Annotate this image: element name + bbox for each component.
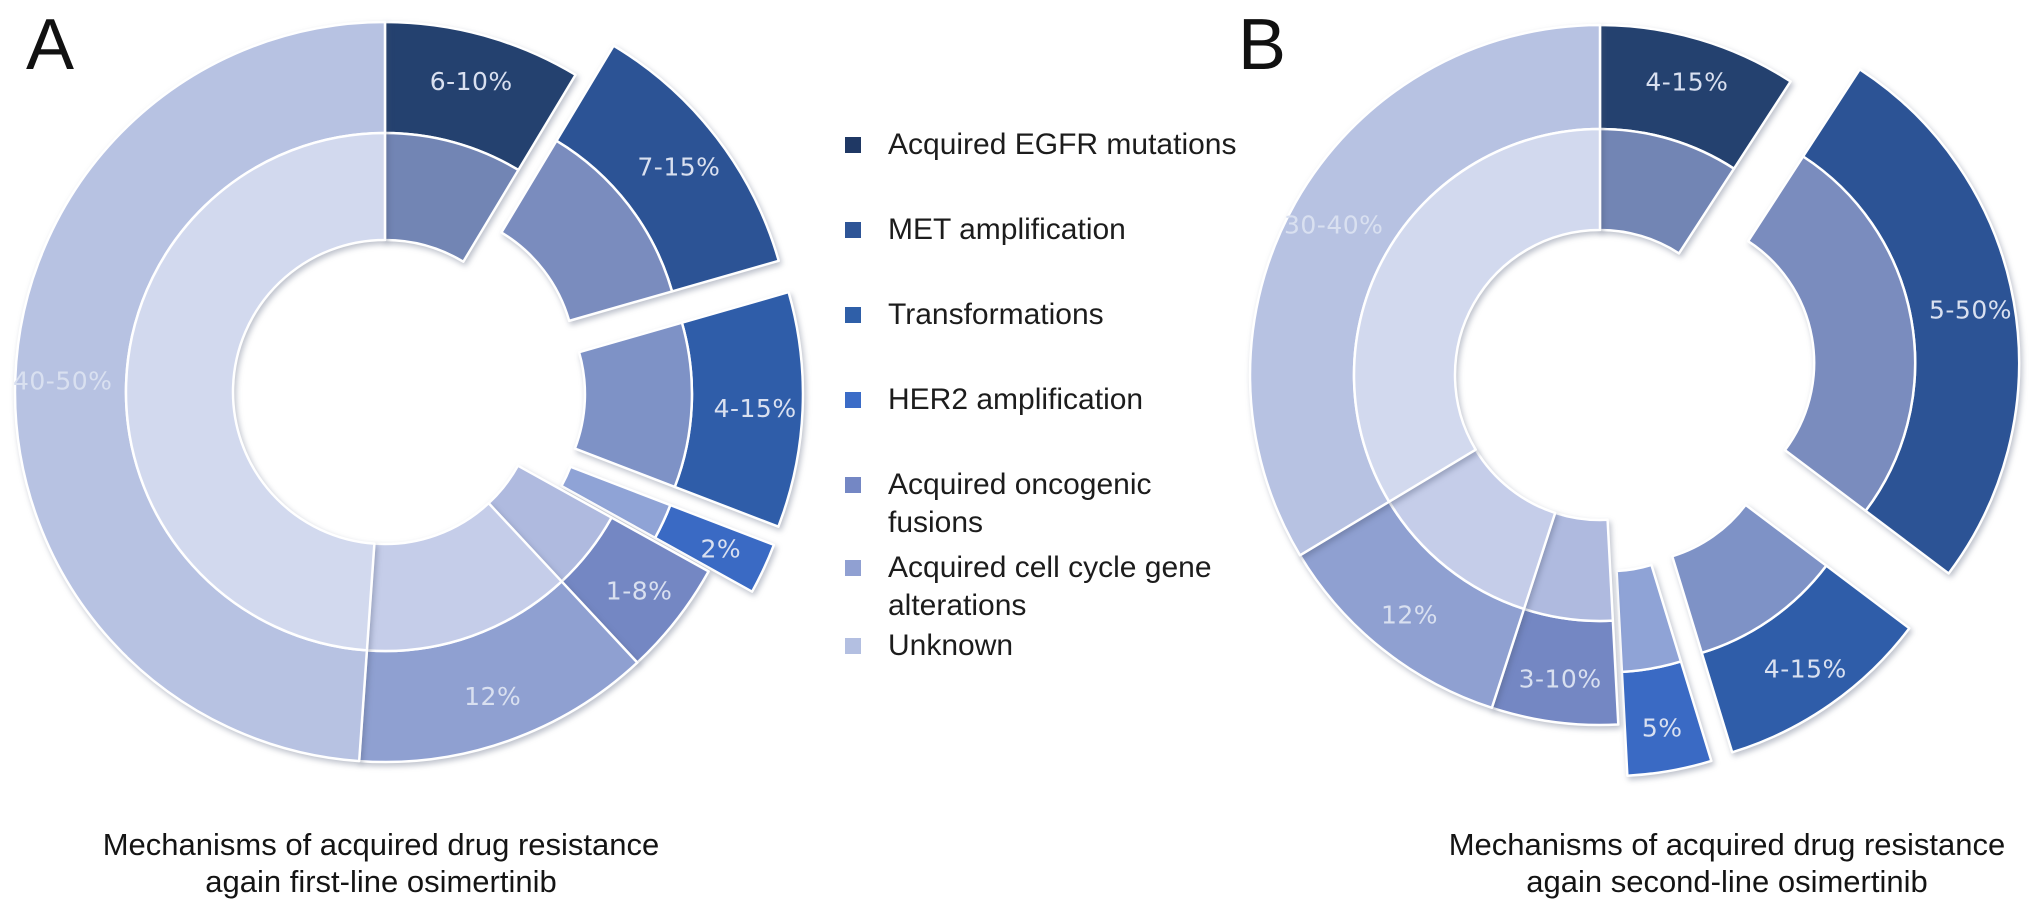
segment-value-label: 7-15% [637,153,720,182]
legend-item-label: Unknown [888,629,1014,662]
segment-value-label: 6-10% [430,67,513,96]
segment-value-label: 3-10% [1519,664,1602,693]
legend-swatch-icon [845,307,861,323]
legend-item-label: Acquired cell cycle gene alterations [888,551,1212,622]
caption-line: again second-line osimertinib [1526,864,1928,899]
legend-item: Transformations [845,296,1275,334]
legend-swatch-icon [845,392,861,408]
caption-second-line: Mechanisms of acquired drug resistance a… [1400,826,2032,900]
legend-swatch-icon [845,560,861,576]
segment-inner-band [500,139,674,323]
legend-swatch-icon [845,222,861,238]
caption-first-line: Mechanisms of acquired drug resistance a… [51,826,711,900]
donut-segment-unknown: 30-40% [1248,23,1602,557]
donut-segment-met-amplification: 7-15% [500,44,780,323]
segment-value-label: 4-15% [714,394,797,423]
donut-segment-transformations: 4-15% [573,290,805,528]
donut-segment-acquired-egfr-mutations: 4-15% [1598,23,1792,255]
legend-item: Acquired oncogenic fusions [845,466,1275,542]
donut-segment-unknown: 40-50% [13,20,387,763]
legend-item-label: Acquired EGFR mutations [888,128,1237,161]
legend-item-label: Transformations [888,298,1104,331]
donut-segment-acquired-oncogenic-fusions: 3-10% [1490,511,1620,727]
caption-line: Mechanisms of acquired drug resistance [1448,827,2006,862]
legend-item: MET amplification [845,211,1275,249]
segment-inner-band [1598,127,1736,255]
segment-inner-band [573,321,694,489]
caption-line: Mechanisms of acquired drug resistance [102,827,660,862]
segment-value-label: 12% [464,682,521,711]
segment-value-label: 40-50% [13,367,112,396]
segment-inner-band [560,465,672,540]
legend-item: HER2 amplification [845,381,1275,419]
segment-value-label: 1-8% [606,577,673,606]
donut-chart-first-line: 6-10% 7-15% 4-15% 2% 1-8% 12% 40-50% [13,20,805,764]
donut-segment-transformations: 4-15% [1670,503,1911,754]
legend-item-label: MET amplification [888,213,1126,246]
legend-swatch-icon [845,137,861,153]
segment-inner-band [124,131,387,652]
donut-segment-met-amplification: 5-50% [1746,68,2021,575]
donut-segment-acquired-egfr-mutations: 6-10% [383,20,577,263]
donut-chart-second-line: 4-15% 5-50% 4-15% 5% 3-10% 12% 30-40% [1248,23,2021,777]
segment-value-label: 12% [1381,601,1438,630]
legend-item: Acquired cell cycle gene alterations [845,549,1275,625]
segment-inner-band [1746,155,1917,513]
caption-line: again first-line osimertinib [205,864,557,899]
legend-item: Unknown [845,627,1275,665]
segment-value-label: 5% [1642,714,1683,743]
donut-segment-her2-amplification: 2% [560,465,776,593]
segment-inner-band [383,131,520,263]
segment-value-label: 2% [700,535,741,564]
segment-value-label: 30-40% [1284,210,1383,239]
legend-item: Acquired EGFR mutations [845,126,1275,164]
segment-value-label: 4-15% [1764,654,1847,683]
panel-a-label: A [26,5,75,85]
legend-swatch-icon [845,638,861,654]
segment-value-label: 5-50% [1929,296,2012,325]
panel-b-label: B [1238,5,1287,85]
segment-inner-band [1670,503,1828,655]
legend-item-label: HER2 amplification [888,383,1144,416]
legend-item-label: Acquired oncogenic fusions [888,468,1152,539]
donut-segment-her2-amplification: 5% [1615,563,1713,777]
segment-inner-band [1615,563,1683,674]
segment-value-label: 4-15% [1645,68,1728,97]
legend-swatch-icon [845,477,861,493]
segment-inner-band [1352,127,1602,503]
